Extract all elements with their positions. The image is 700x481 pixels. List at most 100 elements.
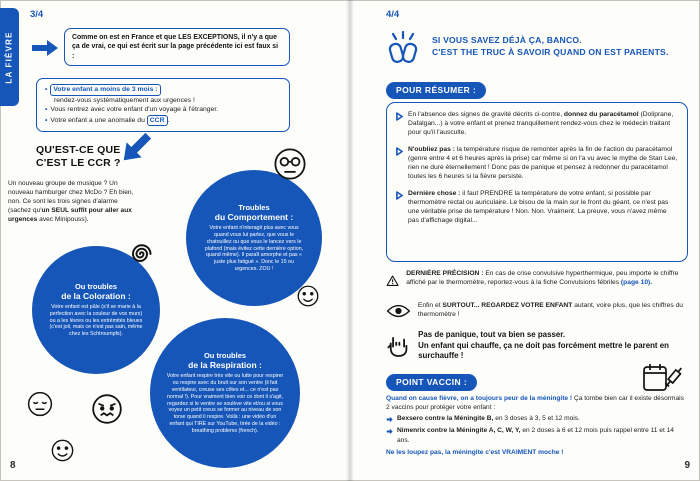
exception-item-travel: Vous rentrez avec votre enfant d'un voya… (45, 105, 281, 115)
rock-hand-icon (387, 337, 408, 357)
t-strong: Nimenrix contre la Méningite A, C, W, Y, (397, 427, 521, 435)
age-highlight: Votre enfant a moins de 3 mois : (50, 84, 161, 96)
banner-line1: SI VOUS SAVEZ DÉJÀ ÇA, BANCO. (432, 35, 582, 45)
t: il faut PRENDRE la température de votre … (408, 189, 669, 224)
no-panic-line1: Pas de panique, tout va bien se passer. (418, 330, 566, 339)
smiley-face-icon (50, 438, 75, 463)
page-left: LA FIÈVRE 3/4 Comme on est en France et … (0, 8, 322, 471)
grimace-face-icon (90, 392, 124, 426)
circle-coloration: Ou troubles de la Coloration : Votre enf… (32, 246, 160, 374)
resume-box: En l'absence des signes de gravité décri… (386, 102, 688, 262)
exception-item-travel-text: Vous rentrez avec votre enfant d'un voya… (50, 106, 219, 114)
bullet-icon (45, 86, 50, 93)
exception-item-age: Votre enfant a moins de 3 mois : rendez-… (45, 84, 281, 105)
warning-triangle-icon (386, 275, 399, 286)
t: en 3 doses à 3, 5 et 12 mois. (493, 415, 580, 423)
no-panic-text: Pas de panique, tout va bien se passer. … (418, 330, 686, 362)
circle-coloration-body: Votre enfant est pâle (s'il se marie à l… (49, 303, 143, 338)
arrow-right-icon (32, 40, 58, 56)
intro-note-text: Comme on est en France et que LES EXCEPT… (72, 34, 279, 60)
ccr-highlight: CCR (146, 114, 168, 127)
t: la température risque de remonter après … (408, 145, 678, 180)
ccr-answer-part2: avec Minipouss). (37, 215, 89, 223)
page-indicator-right: 4/4 (386, 9, 400, 20)
circle-coloration-title1: Ou troubles (74, 281, 118, 291)
vaccine-item-text: Bexsero contre la Méningite B, en 3 dose… (397, 414, 580, 424)
t: (Doliprane, Dafalgan...) à votre enfant … (408, 111, 674, 136)
banner-line2: C'EST THE TRUC À SAVOIR QUAND ON EST PAR… (432, 47, 669, 58)
arrow-marker-icon (396, 112, 403, 121)
exception-item-age-text: rendez-vous systématiquement aux urgence… (54, 96, 195, 104)
resume-header: POUR RÉSUMER : (386, 80, 487, 99)
resume-header-label: POUR RÉSUMER : (386, 82, 487, 99)
spiral-dizzy-icon (126, 240, 154, 268)
page-fold (346, 0, 354, 481)
arrow-down-left-icon (123, 132, 152, 161)
summary-item-text: N'oubliez pas : la température risque de… (408, 146, 678, 182)
circle-respiration-title2: de la Respiration : (188, 359, 262, 370)
glasses-neutral-face-icon (272, 146, 308, 182)
t-strong: SURTOUT... REGARDEZ VOTRE ENFANT (442, 302, 575, 309)
t-strong: Dernière chose : (408, 189, 461, 197)
circle-comportement: Troubles du Comportement : Votre enfant … (186, 170, 322, 306)
ccr-answer-part1: Un nouveau groupe de musique ? Un nouvea… (8, 180, 134, 214)
t-strong: N'oubliez pas : (408, 145, 455, 153)
arrow-marker-icon (396, 147, 403, 156)
calendar-syringe-icon (642, 362, 683, 399)
t: en 2 doses à 6 et 12 mois puis rappel en… (397, 427, 674, 444)
vaccine-intro-strong: Quand on cause fièvre, on a toujours peu… (386, 395, 573, 402)
summary-item-temperature-rise: N'oubliez pas : la température risque de… (396, 146, 678, 182)
ccr-answer-paragraph: Un nouveau groupe de musique ? Un nouvea… (8, 180, 136, 224)
t-strong: donnez du paracétamol (563, 111, 639, 118)
precision-pageref: (page 10). (620, 278, 653, 286)
summary-item-text: En l'absence des signes de gravité décri… (408, 111, 678, 138)
no-panic-line2: Un enfant qui chauffe, ça ne doit pas fo… (418, 340, 669, 361)
exception-item-ccr: Votre enfant a une anomalie du CCR. (45, 114, 281, 127)
ccr-question-line2: C'EST LE CCR ? (36, 156, 121, 169)
page-right: 4/4 SI VOUS SAVEZ DÉJÀ ÇA, BANCO. C'EST … (350, 0, 700, 481)
page-number-left: 8 (10, 460, 16, 471)
arrow-marker-icon (396, 190, 403, 200)
precision-text: DERNIÈRE PRÉCISION : En cas de crise con… (406, 270, 692, 288)
ccr-answer-strong: un SEUL suffit pour aller aux urgences (8, 206, 132, 223)
page-indicator-left: 3/4 (30, 9, 44, 20)
intro-note: Comme on est en France et que LES EXCEPT… (64, 28, 290, 66)
arrow-marker-icon (386, 417, 393, 423)
closed-eyes-face-icon (26, 390, 54, 418)
precision-note: DERNIÈRE PRÉCISION : En cas de crise con… (386, 270, 692, 292)
chapter-tab-label: LA FIÈVRE (5, 30, 15, 84)
clapping-hands-icon (382, 30, 424, 75)
t: Enfin et (417, 302, 443, 309)
ccr-question-heading: QU'EST-CE QUE C'EST LE CCR ? (36, 144, 121, 169)
watch-child-note: Enfin et SURTOUT... REGARDEZ VOTRE ENFAN… (386, 302, 692, 320)
exceptions-list: Votre enfant a moins de 3 mois : rendez-… (36, 78, 290, 133)
circle-comportement-body: Votre enfant n'interagit plus avec vous … (204, 224, 304, 273)
summary-item-take-temperature: Dernière chose : il faut PRENDRE la temp… (396, 190, 678, 226)
t: autant, voire plus, que les chiffres du … (417, 302, 684, 318)
exception-item-ccr-pre: Votre enfant a une anomalie du (50, 116, 147, 124)
circle-respiration: Ou troubles de la Respiration : Votre en… (150, 318, 300, 468)
chapter-tab-fever: LA FIÈVRE (0, 8, 19, 106)
summary-item-paracetamol: En l'absence des signes de gravité décri… (396, 111, 678, 138)
vaccine-item-nimenrix: Nimenrix contre la Méningite A, C, W, Y,… (386, 426, 688, 444)
precision-body: En cas de crise convulsive hyperthermiqu… (406, 270, 679, 286)
precision-lead: DERNIÈRE PRÉCISION : (406, 270, 484, 277)
arrow-marker-icon (386, 429, 393, 435)
smiley-face-icon (296, 284, 320, 308)
eye-icon (386, 304, 411, 318)
circle-coloration-title2: de la Coloration : (61, 290, 131, 301)
circle-comportement-title2: du Comportement : (214, 211, 294, 222)
watch-child-text: Enfin et SURTOUT... REGARDEZ VOTRE ENFAN… (418, 302, 692, 320)
banner-text: SI VOUS SAVEZ DÉJÀ ÇA, BANCO. C'EST THE … (432, 34, 688, 59)
circle-comportement-title1: Troubles (238, 202, 270, 212)
bullet-icon (45, 106, 50, 113)
no-panic-note: Pas de panique, tout va bien se passer. … (386, 330, 686, 362)
exception-item-ccr-post: . (167, 116, 170, 124)
t-strong: Bexsero contre la Méningite B, (397, 415, 494, 423)
bullet-icon (45, 117, 50, 124)
ccr-question-line1: QU'EST-CE QUE (36, 144, 121, 156)
circle-respiration-title1: Ou troubles (203, 350, 247, 360)
vaccine-intro-rest: Ça tombe bien car il existe désormais 2 … (386, 395, 684, 412)
t: En l'absence des signes de gravité décri… (408, 111, 564, 118)
